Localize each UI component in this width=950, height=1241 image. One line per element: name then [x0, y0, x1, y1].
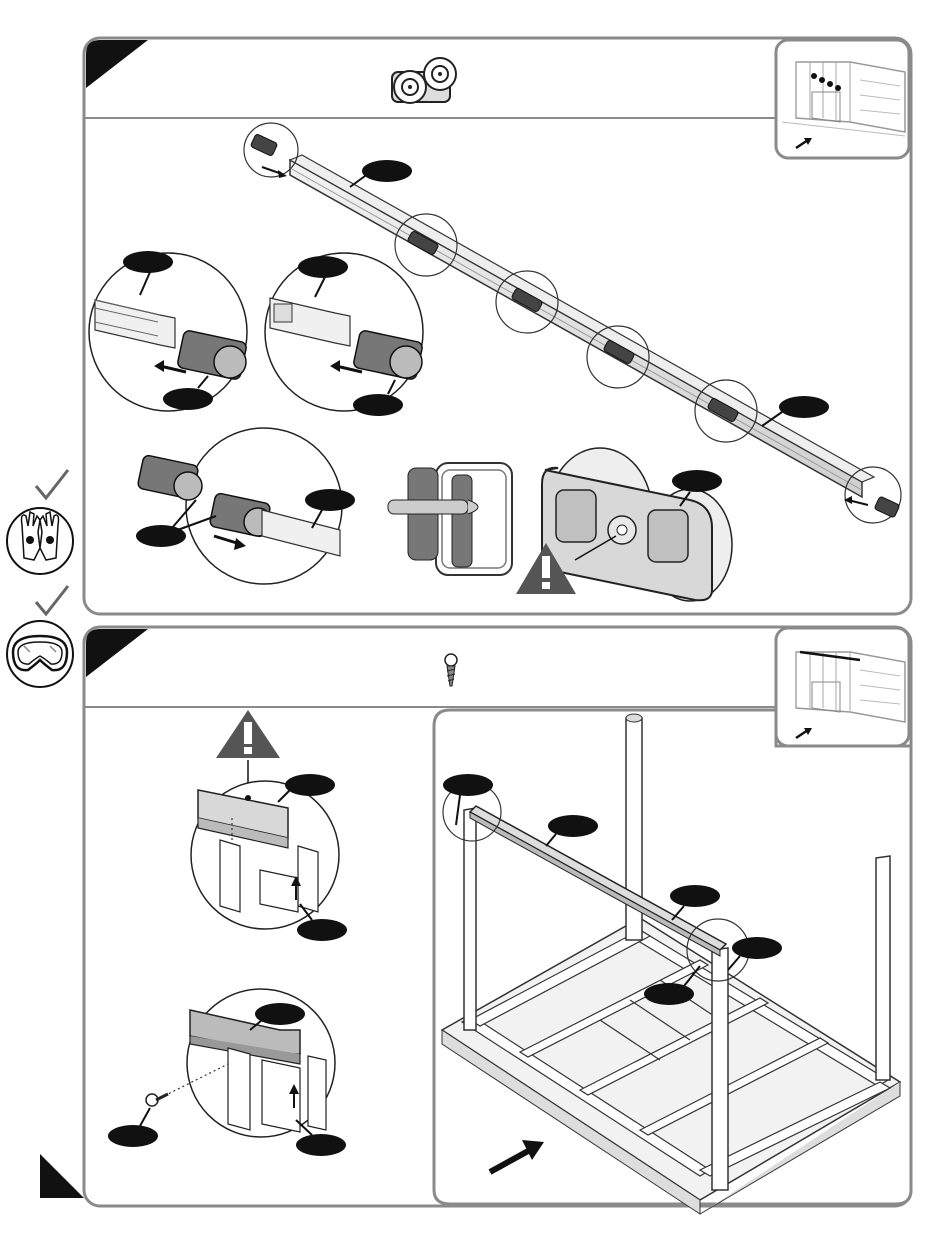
safety-goggles-icon [7, 621, 73, 687]
gloves-icon [7, 508, 73, 574]
step2-panel [84, 627, 911, 1214]
safety-icons [7, 470, 73, 687]
shed-roller-location-icon [776, 40, 909, 158]
assembly-view-panel [434, 710, 911, 1214]
shed-rail-location-icon [776, 628, 909, 746]
checkmark-icon [36, 586, 68, 614]
step1-panel [84, 38, 911, 614]
checkmark-icon [36, 470, 68, 498]
detail-roller-insert-a [89, 251, 247, 411]
page-corner-marker [40, 1154, 84, 1198]
